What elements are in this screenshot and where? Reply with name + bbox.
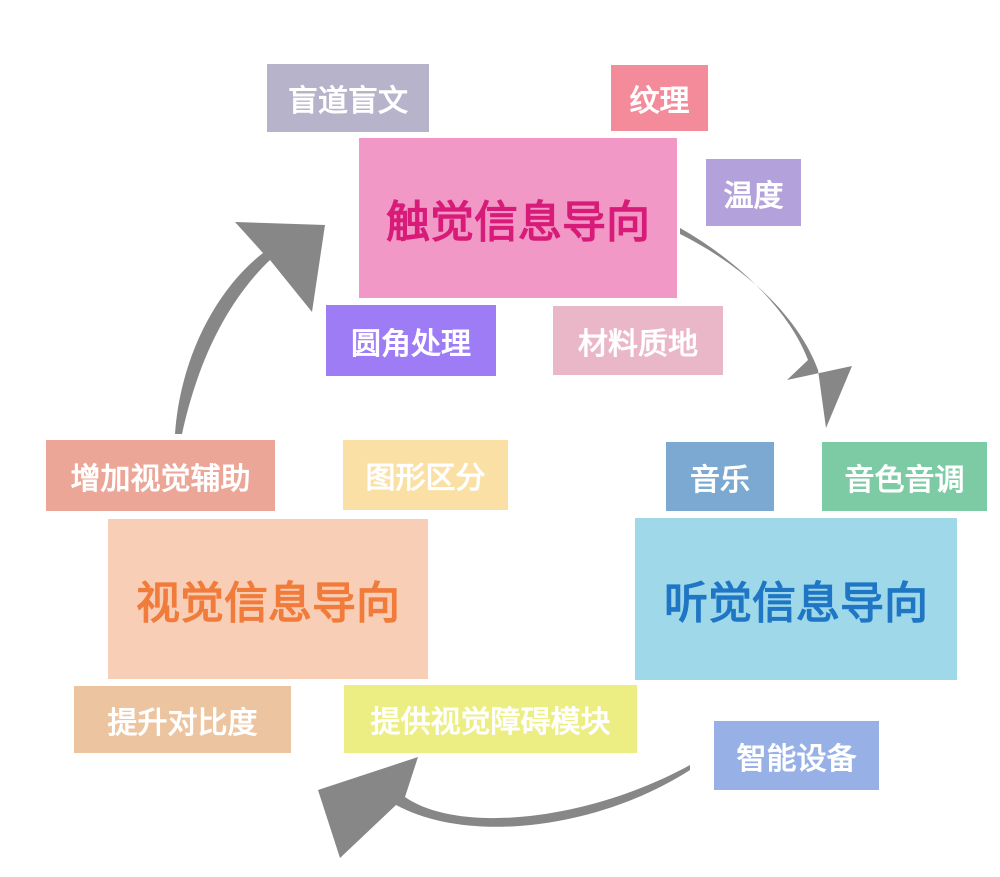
- hearing-guidance-label: 听觉信息导向: [664, 578, 928, 629]
- touch-guidance-label: 触觉信息导向: [386, 197, 650, 248]
- touch-guidance-node: 触觉信息导向: [359, 138, 677, 298]
- tag-rounded-corners: 圆角处理: [326, 305, 496, 376]
- tag-contrast: 提升对比度: [74, 686, 291, 753]
- tag-timbre-tone: 音色音调: [822, 442, 987, 511]
- tag-label: 圆角处理: [351, 326, 471, 362]
- tag-label: 纹理: [629, 84, 690, 119]
- tag-label: 提供视觉障碍模块: [370, 705, 611, 740]
- tag-texture: 纹理: [611, 65, 708, 131]
- tag-material: 材料质地: [553, 306, 723, 375]
- tag-label: 增加视觉辅助: [70, 461, 251, 497]
- tag-temperature: 温度: [706, 159, 801, 226]
- tag-label: 温度: [723, 178, 784, 214]
- arrow-hearing-to-vision: [318, 757, 690, 858]
- tag-label: 图形区分: [365, 461, 486, 496]
- tag-shape-distinction: 图形区分: [343, 440, 508, 510]
- arrow-vision-to-touch: [175, 222, 325, 434]
- tag-label: 提升对比度: [107, 705, 258, 741]
- tag-visual-impairment-module: 提供视觉障碍模块: [344, 685, 637, 753]
- vision-guidance-label: 视觉信息导向: [136, 578, 400, 629]
- tag-label: 材料质地: [578, 326, 698, 362]
- tag-blind-path-braille: 盲道盲文: [267, 64, 429, 132]
- tag-label: 智能设备: [736, 741, 857, 777]
- tag-label: 盲道盲文: [288, 84, 408, 119]
- tag-label: 音乐: [690, 462, 750, 498]
- hearing-guidance-node: 听觉信息导向: [635, 518, 957, 680]
- tag-label: 音色音调: [844, 462, 965, 498]
- tag-smart-devices: 智能设备: [714, 721, 879, 790]
- vision-guidance-node: 视觉信息导向: [108, 519, 428, 679]
- tag-music: 音乐: [666, 442, 774, 511]
- tag-visual-aid: 增加视觉辅助: [46, 440, 275, 511]
